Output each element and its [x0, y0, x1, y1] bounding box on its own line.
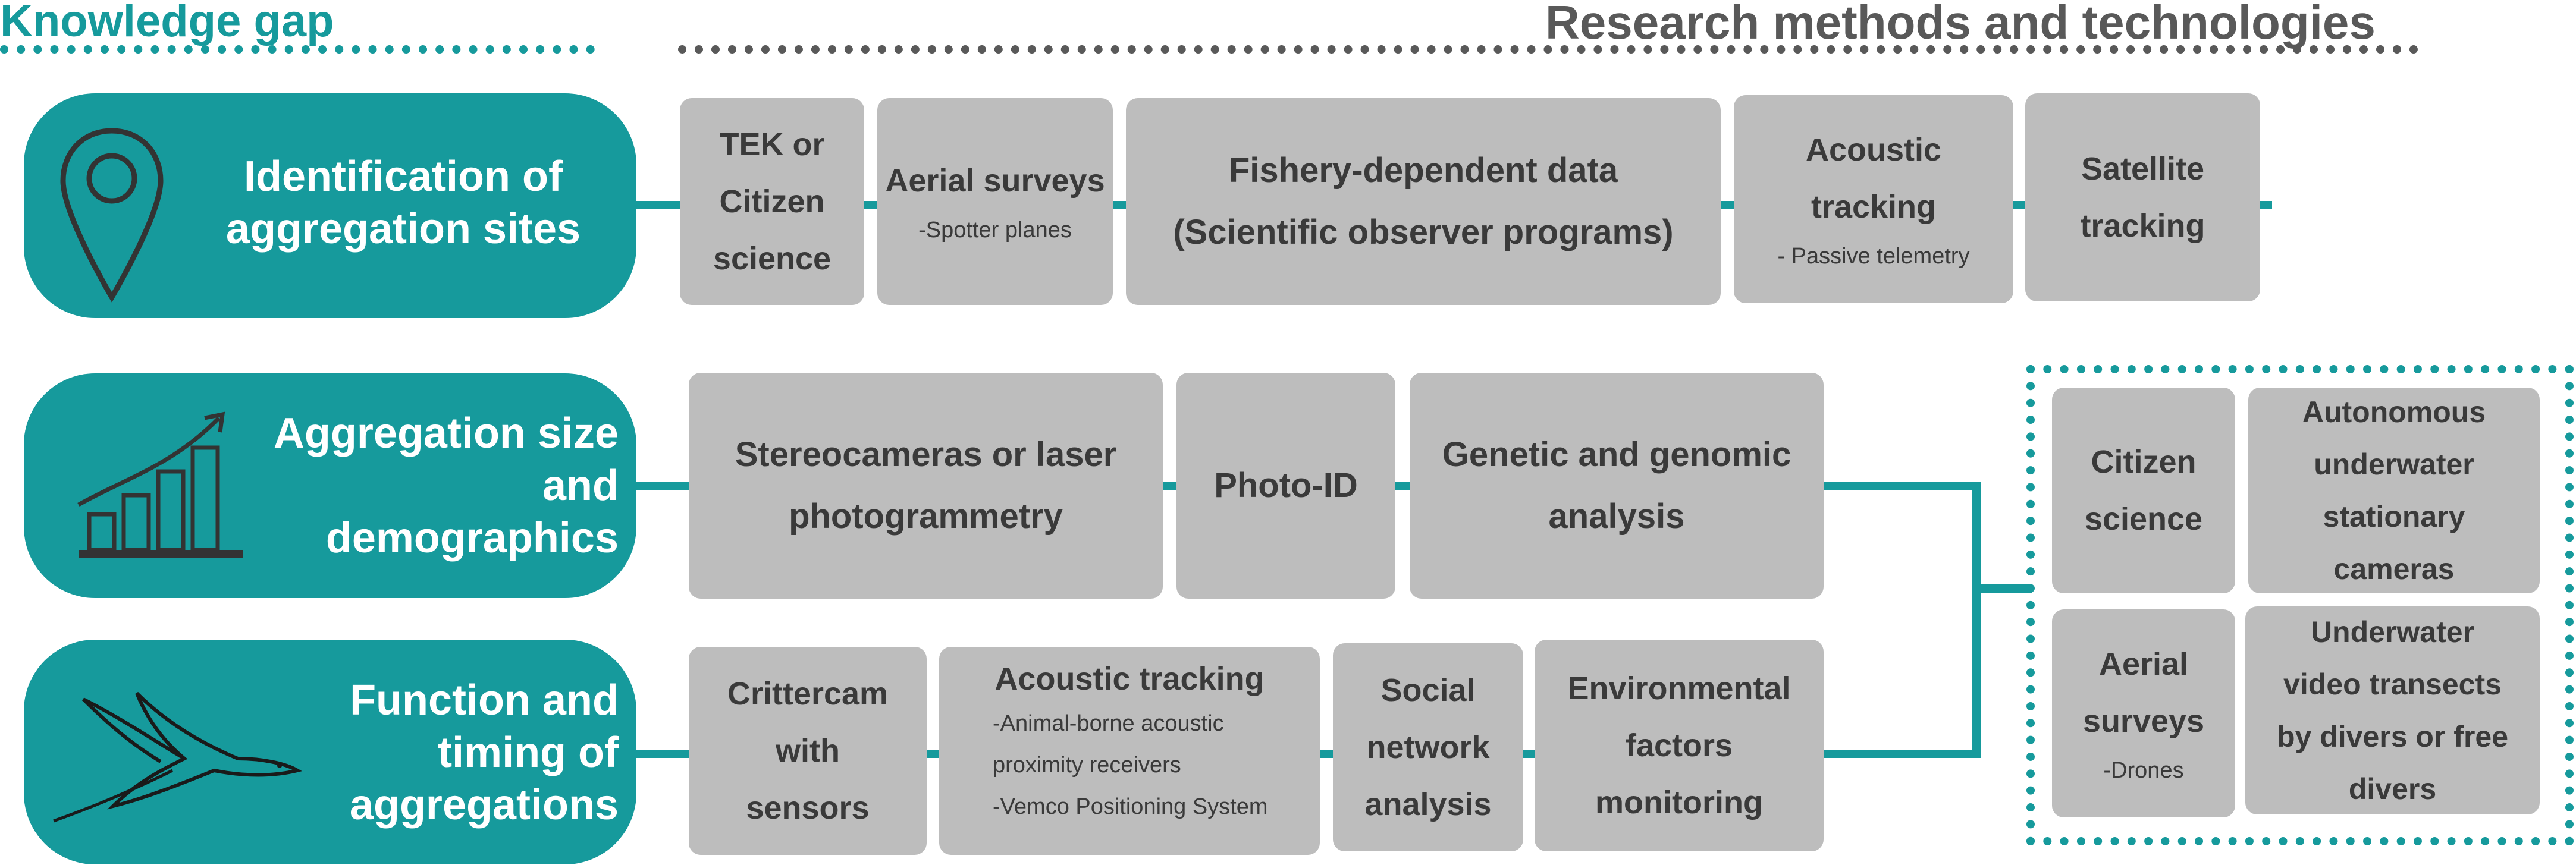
method-title: Environmental factors monitoring	[1567, 671, 1791, 820]
knowledge-gap-header: Knowledge gap	[0, 0, 334, 46]
shared-methods-group	[2026, 365, 2574, 845]
method-subtitle: -Vemco Positioning System	[993, 794, 1268, 819]
method-genetic-genomic: Genetic and genomic analysis	[1410, 373, 1824, 599]
method-subtitle: - Passive telemetry	[1777, 244, 1970, 269]
method-acoustic-tracking-animal-borne: Acoustic tracking -Animal-borne acoustic…	[939, 647, 1320, 855]
method-stereocameras: Stereocameras or laser photogrammetry	[689, 373, 1163, 599]
method-title: TEK or Citizen science	[713, 127, 832, 276]
method-title: Underwater video transects by divers or …	[2276, 615, 2509, 806]
method-title: Aerial surveys	[885, 163, 1105, 199]
bar-chart-trend-icon	[77, 411, 243, 558]
shared-citizen-science: Citizen science	[2052, 388, 2235, 593]
method-title: Photo-ID	[1214, 466, 1358, 505]
method-title: Acoustic tracking	[1805, 132, 1942, 225]
knowledge-gap-underline	[0, 45, 595, 54]
method-title: Aerial surveys	[2082, 646, 2205, 739]
gap-label: Function and timing of aggregations	[349, 677, 619, 829]
method-subtitle: -Drones	[2103, 758, 2184, 783]
manta-ray-icon	[53, 691, 302, 823]
gap-identification: Identification of aggregation sites	[24, 93, 636, 318]
gap-label: Identification of aggregation sites	[225, 153, 581, 253]
gap-function-timing: Function and timing of aggregations	[24, 640, 636, 864]
method-satellite-tracking: Satellite tracking	[2025, 93, 2260, 301]
method-acoustic-tracking-passive: Acoustic tracking - Passive telemetry	[1734, 95, 2013, 303]
method-title: Acoustic tracking	[994, 661, 1265, 697]
method-social-network-analysis: Social network analysis	[1333, 643, 1523, 851]
method-title: Autonomous underwater stationary cameras	[2302, 395, 2486, 586]
research-methods-underline	[678, 45, 2418, 54]
location-pin-icon	[60, 128, 164, 303]
bracket-to-shared	[1972, 584, 2032, 593]
method-subtitle: -Animal-borne acoustic proximity receive…	[993, 711, 1224, 778]
method-title: Citizen science	[2084, 444, 2203, 537]
method-environmental-factors: Environmental factors monitoring	[1535, 640, 1824, 851]
gap-aggregation-size: Aggregation size and demographics	[24, 373, 636, 598]
method-title: Social network analysis	[1364, 672, 1492, 822]
method-photo-id: Photo-ID	[1176, 373, 1395, 599]
gap-label: Aggregation size and demographics	[273, 410, 619, 562]
method-tek-citizen-science: TEK or Citizen science	[680, 98, 864, 305]
method-title: Satellite tracking	[2080, 151, 2205, 244]
shared-aerial-surveys: Aerial surveys -Drones	[2052, 609, 2235, 817]
method-title: Fishery-dependent data (Scientific obser…	[1173, 151, 1674, 251]
method-title: Genetic and genomic analysis	[1442, 435, 1791, 536]
method-title: Stereocameras or laser photogrammetry	[735, 435, 1117, 536]
method-title: Crittercam with sensors	[727, 676, 889, 826]
method-fishery-dependent-data: Fishery-dependent data (Scientific obser…	[1126, 98, 1721, 305]
shared-autonomous-cameras: Autonomous underwater stationary cameras	[2248, 388, 2540, 593]
bracket-vertical	[1972, 482, 1981, 758]
method-crittercam: Crittercam with sensors	[689, 647, 927, 855]
research-methods-header: Research methods and technologies	[1545, 0, 2376, 49]
shared-underwater-video-transects: Underwater video transects by divers or …	[2245, 606, 2540, 814]
method-aerial-surveys: Aerial surveys -Spotter planes	[877, 98, 1113, 305]
method-subtitle: -Spotter planes	[918, 218, 1072, 243]
